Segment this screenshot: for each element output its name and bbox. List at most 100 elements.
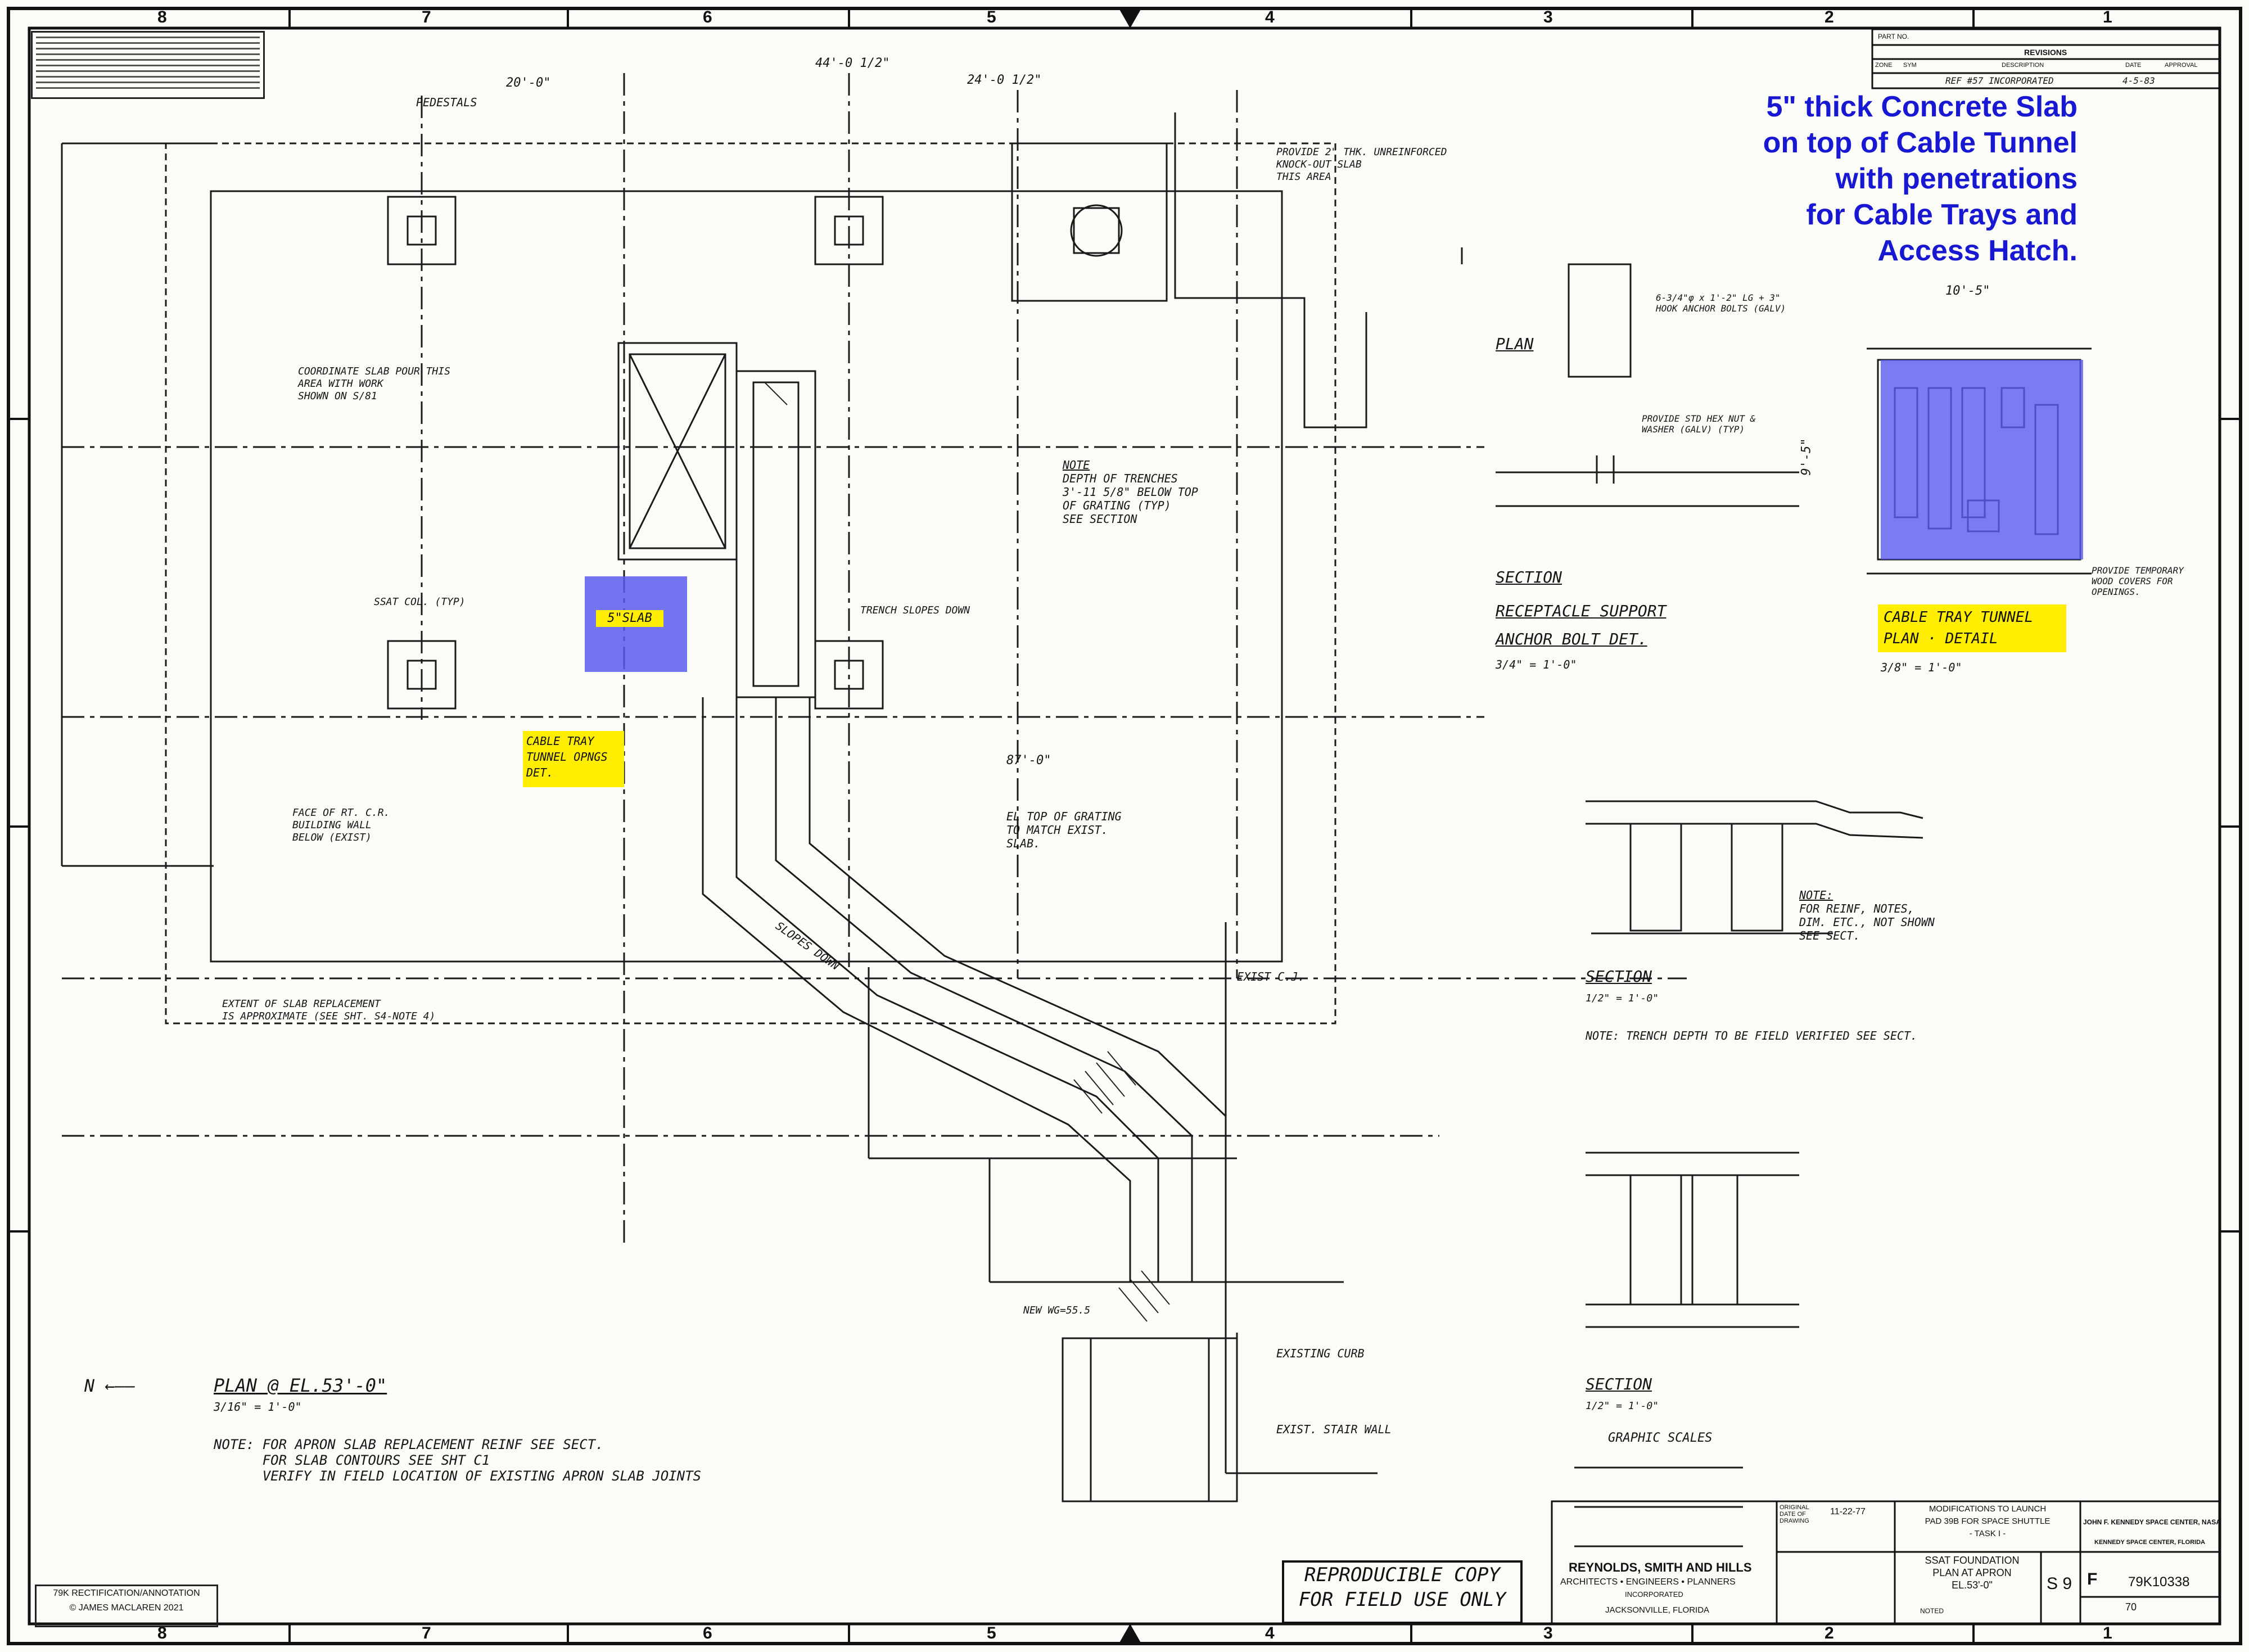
revisions-header: REVISIONS bbox=[2024, 48, 2067, 57]
apron-note-head: NOTE: bbox=[214, 1437, 255, 1452]
face-note: FACE OF RT. C.R. BUILDING WALL BELOW (EX… bbox=[292, 807, 390, 844]
rev-col-desc: DESCRIPTION bbox=[2002, 62, 2044, 69]
zone-top-8: 8 bbox=[157, 8, 167, 26]
notice-block bbox=[31, 31, 265, 99]
sheet-number: 70 bbox=[2125, 1601, 2137, 1613]
grating-note-1: EL TOP OF GRATING bbox=[1006, 810, 1122, 823]
center-line-1: JOHN F. KENNEDY SPACE CENTER, NASA bbox=[2083, 1518, 2221, 1526]
annotation-callout: 5" thick Concrete Slab on top of Cable T… bbox=[1763, 89, 2078, 269]
existing-curb-note: EXISTING CURB bbox=[1276, 1347, 1365, 1360]
zone-bottom-2: 2 bbox=[1825, 1624, 1834, 1642]
coordinate-note-2: AREA WITH WORK bbox=[298, 378, 383, 390]
section-c-scale: 1/2" = 1'-0" bbox=[1586, 1400, 1659, 1412]
zone-top-4: 4 bbox=[1265, 8, 1275, 26]
size-letter: F bbox=[2087, 1570, 2098, 1588]
slab-highlight-detail bbox=[1881, 360, 2083, 559]
exist-stair-note: EXIST. STAIR WALL bbox=[1276, 1423, 1392, 1436]
rev-col-approval: APPROVAL bbox=[2165, 62, 2198, 69]
orig-date: 11-22-77 bbox=[1830, 1507, 1866, 1516]
firm-name: REYNOLDS, SMITH AND HILLS bbox=[1569, 1560, 1752, 1574]
zone-bottom-7: 7 bbox=[422, 1624, 431, 1642]
zone-bottom-6: 6 bbox=[703, 1624, 712, 1642]
receptacle-title-1: RECEPTACLE SUPPORT bbox=[1496, 602, 1667, 620]
coordinate-note-1: COORDINATE SLAB POUR THIS bbox=[298, 365, 450, 377]
firm-inc: INCORPORATED bbox=[1625, 1590, 1683, 1599]
reinf-note-1: NOTE: bbox=[1799, 888, 1833, 902]
reproducible-stamp: REPRODUCIBLE COPY FOR FIELD USE ONLY bbox=[1282, 1560, 1523, 1624]
sheet-code: S 9 bbox=[2047, 1574, 2072, 1593]
title-line-1: SSAT FOUNDATION bbox=[1925, 1555, 2020, 1566]
callout-line-5: Access Hatch. bbox=[1877, 234, 2078, 267]
extent-note-1: EXTENT OF SLAB REPLACEMENT bbox=[222, 998, 381, 1010]
hex-nut-note: PROVIDE STD HEX NUT & WASHER (GALV) (TYP… bbox=[1642, 413, 1756, 435]
dim-detail: 10'-5" bbox=[1945, 284, 1990, 298]
north-label: N bbox=[84, 1376, 95, 1396]
center-line-2: KENNEDY SPACE CENTER, FLORIDA bbox=[2094, 1539, 2206, 1546]
mod-line-3: - TASK I - bbox=[1969, 1529, 2006, 1538]
plan-small-title: PLAN bbox=[1496, 335, 1534, 353]
ssat-col-label: SSAT COL. (TYP) bbox=[374, 596, 466, 608]
zone-bottom-5: 5 bbox=[987, 1624, 996, 1642]
rev-col-zone: ZONE bbox=[1875, 62, 1893, 69]
section-c-title: SECTION bbox=[1586, 1375, 1652, 1393]
callout-line-2: on top of Cable Tunnel bbox=[1763, 127, 2078, 159]
face-note-3: BELOW (EXIST) bbox=[292, 832, 372, 843]
zone-bottom-8: 8 bbox=[157, 1624, 167, 1642]
rev-col-date: DATE bbox=[2125, 62, 2142, 69]
tunnel-label-line-1: CABLE TRAY bbox=[526, 734, 594, 748]
reinf-note: NOTE: FOR REINF, NOTES, DIM. ETC., NOT S… bbox=[1799, 888, 1935, 942]
trench-note: NOTE DEPTH OF TRENCHES 3'-11 5/8" BELOW … bbox=[1063, 458, 1198, 526]
extent-note: EXTENT OF SLAB REPLACEMENT IS APPROXIMAT… bbox=[222, 998, 435, 1023]
zone-top-5: 5 bbox=[987, 8, 996, 26]
new-wg-label: NEW WG=55.5 bbox=[1023, 1305, 1091, 1316]
grating-note-2: TO MATCH EXIST. bbox=[1006, 823, 1108, 837]
zone-top-6: 6 bbox=[703, 8, 712, 26]
receptacle-scale: 3/4" = 1'-0" bbox=[1496, 658, 1577, 671]
anchor-bolt-note: 6-3/4"φ x 1'-2" LG + 3" HOOK ANCHOR BOLT… bbox=[1656, 292, 1786, 314]
dim-c: 87'-0" bbox=[1006, 753, 1051, 768]
tunnel-label-line-3: DET. bbox=[526, 766, 554, 779]
tunnel-openings-label: CABLE TRAY TUNNEL OPNGS DET. bbox=[523, 731, 624, 787]
apron-note-2: FOR SLAB CONTOURS SEE SHT C1 bbox=[262, 1452, 490, 1468]
tunnel-label-line-2: TUNNEL OPNGS bbox=[526, 750, 608, 764]
receptacle-section-title: SECTION bbox=[1496, 568, 1562, 586]
trench-depth-note: NOTE: TRENCH DEPTH TO BE FIELD VERIFIED … bbox=[1586, 1029, 1918, 1042]
drawing-number: 79K10338 bbox=[2128, 1574, 2190, 1590]
coordinate-note-3: SHOWN ON S/81 bbox=[298, 390, 377, 402]
callout-line-3: with penetrations bbox=[1835, 163, 2078, 195]
dim-total: 44'-0 1/2" bbox=[815, 56, 890, 70]
zone-bottom-4: 4 bbox=[1265, 1624, 1275, 1642]
exist-cj-label: EXIST C.J. bbox=[1237, 970, 1305, 983]
knockout-note-1: PROVIDE 2" THK. UNREINFORCED bbox=[1276, 146, 1447, 158]
rectification-label: 79K RECTIFICATION/ANNOTATION © JAMES MAC… bbox=[35, 1585, 218, 1627]
firm-sub: ARCHITECTS • ENGINEERS • PLANNERS bbox=[1560, 1577, 1736, 1587]
slab-label: 5"SLAB bbox=[596, 610, 663, 627]
trench-note-1: DEPTH OF TRENCHES bbox=[1063, 472, 1178, 485]
stamp-line-1: REPRODUCIBLE COPY bbox=[1304, 1564, 1500, 1586]
rectification-line-1: 79K RECTIFICATION/ANNOTATION bbox=[53, 1588, 200, 1598]
trench-note-2: 3'-11 5/8" BELOW TOP bbox=[1063, 485, 1198, 499]
rectification-line-2: © JAMES MACLAREN 2021 bbox=[69, 1603, 184, 1613]
rev-col-sym: SYM bbox=[1903, 62, 1917, 69]
zone-top-7: 7 bbox=[422, 8, 431, 26]
detail-label-line-2: PLAN · DETAIL bbox=[1884, 630, 1998, 647]
reinf-note-3: DIM. ETC., NOT SHOWN bbox=[1799, 915, 1935, 929]
trench-slopes-note: TRENCH SLOPES DOWN bbox=[860, 604, 970, 616]
pedestals-label: PEDESTALS bbox=[416, 96, 477, 109]
rev-row-desc: REF #57 INCORPORATED bbox=[1945, 75, 2054, 86]
orig-date-label: ORIGINAL DATE OF DRAWING bbox=[1780, 1504, 1809, 1524]
knockout-note-3: THIS AREA bbox=[1276, 171, 1331, 183]
plan-scale: 3/16" = 1'-0" bbox=[214, 1400, 302, 1414]
apron-note-3: VERIFY IN FIELD LOCATION OF EXISTING APR… bbox=[262, 1468, 701, 1484]
face-note-1: FACE OF RT. C.R. bbox=[292, 807, 390, 819]
title-line-2: PLAN AT APRON bbox=[1932, 1567, 2012, 1578]
firm-city: JACKSONVILLE, FLORIDA bbox=[1605, 1605, 1710, 1615]
grating-note: EL TOP OF GRATING TO MATCH EXIST. SLAB. bbox=[1006, 810, 1122, 850]
zone-bottom-3: 3 bbox=[1543, 1624, 1553, 1642]
reinf-note-2: FOR REINF, NOTES, bbox=[1799, 902, 1914, 915]
mod-line-2: PAD 39B FOR SPACE SHUTTLE bbox=[1925, 1516, 2051, 1526]
grating-note-3: SLAB. bbox=[1006, 837, 1041, 850]
zone-bottom-1: 1 bbox=[2103, 1624, 2112, 1642]
